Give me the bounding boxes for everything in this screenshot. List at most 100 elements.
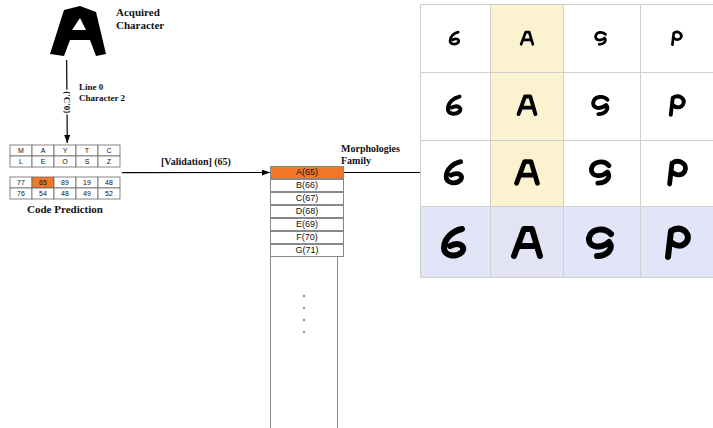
ellipsis-dots — [303, 295, 306, 334]
table-cell — [98, 156, 120, 167]
edge-label: {'C'0} — [62, 89, 72, 114]
glyph — [446, 162, 461, 183]
table-cell — [54, 156, 76, 167]
item-text: D(68) — [271, 206, 343, 217]
code-list-item: F(70) — [270, 231, 344, 244]
grid-lines — [420, 4, 713, 278]
table-cell — [76, 145, 98, 156]
glyph — [514, 229, 540, 256]
glyph — [596, 32, 606, 44]
dot — [303, 331, 306, 334]
item-text: E(69) — [271, 219, 343, 230]
family-label: Morphologies Family — [341, 143, 419, 167]
table-cell-text: E — [32, 156, 54, 167]
column-border — [270, 257, 271, 428]
dot — [303, 295, 306, 298]
edge-label: [Validation] (65) — [160, 156, 232, 168]
table-cell — [98, 188, 120, 199]
grid-line — [420, 72, 713, 73]
glyph — [450, 32, 459, 44]
annotation: Line 0 Character 2 — [79, 82, 139, 104]
glyph — [591, 162, 609, 183]
connector-arrow — [122, 172, 270, 173]
node-heading: Code Prediction — [8, 203, 122, 216]
grid-line — [420, 206, 713, 207]
glyph — [517, 162, 538, 184]
table-cell — [76, 156, 98, 167]
glyph — [448, 97, 461, 114]
item-text: C(67) — [271, 193, 343, 204]
table-cell-text: A — [32, 145, 54, 156]
table-cell-text: 77 — [10, 177, 32, 188]
morphology-grid — [420, 4, 713, 278]
table-cell-text: 65 — [32, 177, 54, 188]
table-cell — [54, 188, 76, 199]
glyph — [671, 96, 684, 114]
glyph — [444, 229, 463, 255]
table-cell — [54, 145, 76, 156]
table-cell — [32, 188, 54, 199]
item-text: A(65) — [271, 167, 343, 178]
table-cell — [10, 145, 32, 156]
item-text: G(71) — [271, 245, 343, 256]
code-table — [10, 145, 120, 199]
table-cell-text: S — [76, 156, 98, 167]
leader-line — [338, 172, 420, 173]
glyph — [670, 161, 686, 184]
character-node: Acquired Character — [40, 2, 112, 60]
code-list-item: C(67) — [270, 192, 344, 205]
table-cell — [98, 145, 120, 156]
glyph — [593, 97, 607, 114]
table-cell — [32, 156, 54, 167]
dot — [303, 307, 306, 310]
table-cell — [98, 177, 120, 188]
table-cell — [10, 156, 32, 167]
table-cell-text: Z — [98, 156, 120, 167]
list-column — [271, 257, 338, 428]
character-hole — [72, 18, 86, 30]
character-image — [50, 6, 106, 56]
table-cell-text: 89 — [54, 177, 76, 188]
table-cell-text: M — [10, 145, 32, 156]
table-cell-text: 49 — [76, 188, 98, 199]
table-cell-text: C — [98, 145, 120, 156]
item-text: F(70) — [271, 232, 343, 243]
glyph — [519, 97, 536, 115]
code-list-item: D(68) — [270, 205, 344, 218]
code-list-item: A(65) — [270, 166, 344, 179]
grid-ground — [420, 4, 713, 278]
item-text: B(66) — [271, 180, 343, 191]
table-cell-text: O — [54, 156, 76, 167]
column-border — [337, 257, 338, 428]
code-list-item: B(66) — [270, 179, 344, 192]
grid-border — [421, 5, 713, 278]
row-highlight — [420, 206, 713, 278]
character-blob — [50, 6, 106, 56]
table-cell — [54, 177, 76, 188]
code-list-item: E(69) — [270, 218, 344, 231]
table-cell — [10, 177, 32, 188]
glyph — [668, 229, 688, 257]
table-cell-text: 48 — [54, 188, 76, 199]
table-cell-text: 76 — [10, 188, 32, 199]
glyph — [672, 32, 681, 45]
node-heading: Acquired Character — [116, 6, 180, 32]
table-cell-text: 52 — [98, 188, 120, 199]
code-list-item: G(71) — [270, 244, 344, 257]
table-cell — [76, 177, 98, 188]
table-cell — [76, 188, 98, 199]
table-cell — [10, 188, 32, 199]
table-cell-text: L — [10, 156, 32, 167]
table-cell-text: 48 — [98, 177, 120, 188]
glyph — [589, 229, 611, 256]
table-cell-text: Y — [54, 145, 76, 156]
table-cell — [32, 145, 54, 156]
table-cell-text: T — [76, 145, 98, 156]
highlight-cell — [32, 177, 54, 188]
glyph — [521, 32, 533, 44]
grid-line — [420, 140, 713, 141]
dot — [303, 319, 306, 322]
